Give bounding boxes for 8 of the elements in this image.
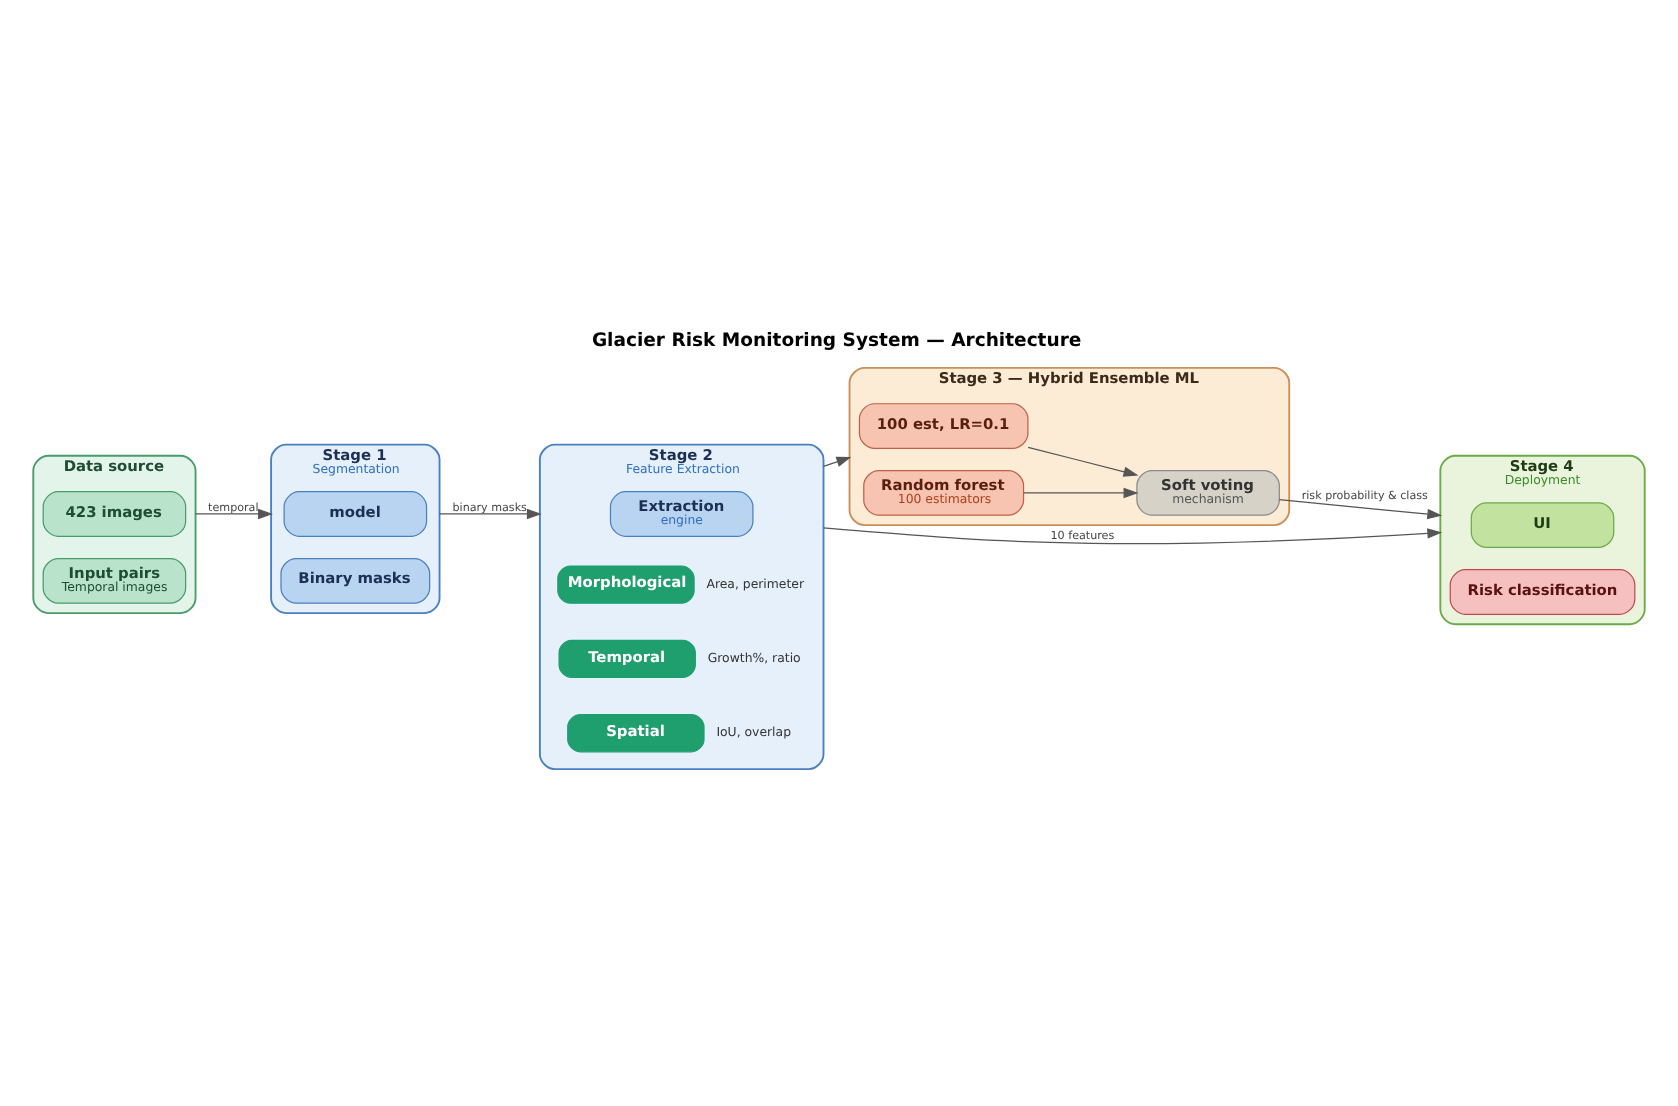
arrow bbox=[438, 508, 542, 520]
arrow bbox=[1027, 446, 1139, 477]
arrow bbox=[1023, 487, 1139, 499]
arrow bbox=[822, 456, 852, 467]
arrow bbox=[822, 527, 1443, 545]
diagram-title: Glacier Risk Monitoring System — Architecture bbox=[591, 329, 1082, 352]
arrow bbox=[194, 508, 273, 520]
arrow bbox=[1278, 499, 1443, 520]
